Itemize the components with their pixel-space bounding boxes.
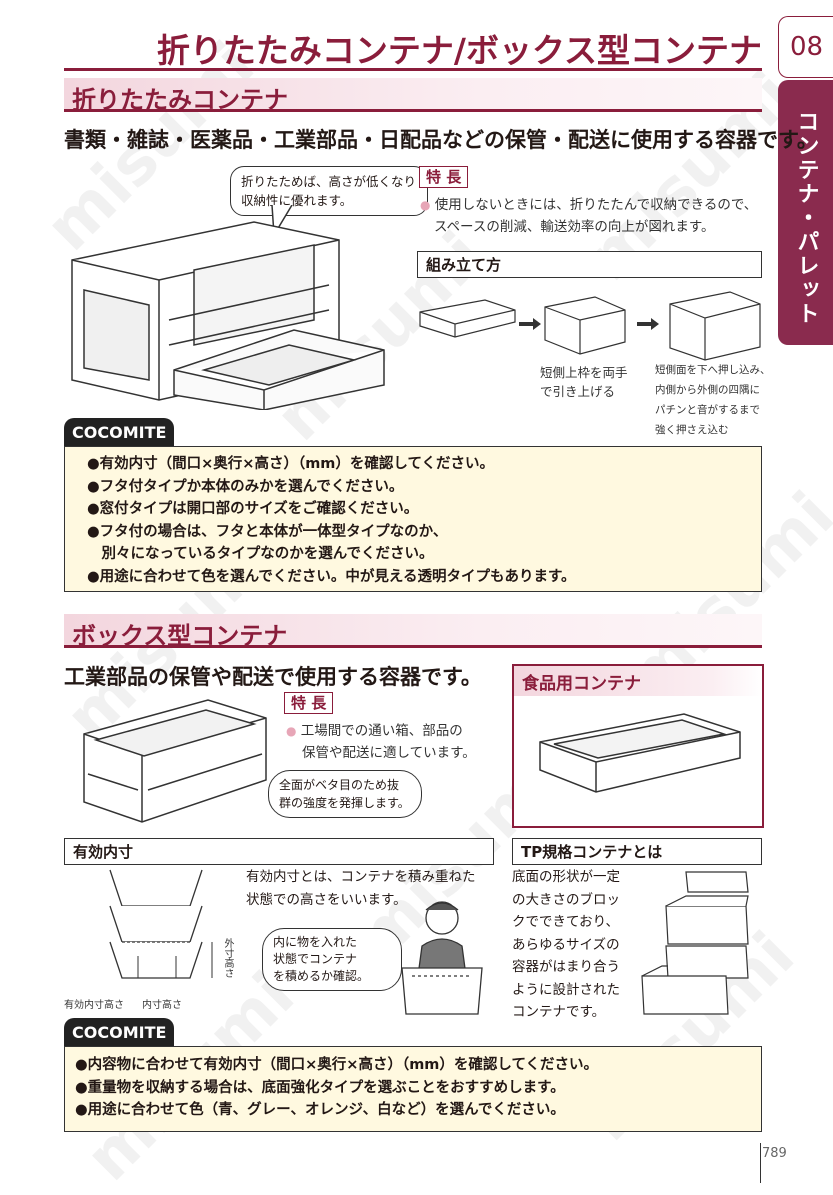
box-feature-text: ● 工場間での通い箱、部品の 保管や配送に適しています。 (286, 723, 476, 761)
cocomite-checklist-box: ●内容物に合わせて有効内寸（間口×奥行×高さ）（mm）を確認してください。 ●重… (64, 1046, 762, 1132)
cocomite-logo: COCOMITE (64, 1018, 175, 1046)
inner-height-label: 内寸高さ (142, 1000, 182, 1011)
feature-badge: 特 長 (284, 692, 334, 714)
box-lead: 工業部品の保管や配送で使用する容器です。 (64, 665, 482, 689)
tp-standard-text: 底面の形状が一定 の大きさのブロッ クでできており、 あらゆるサイズの 容器がは… (512, 869, 620, 1020)
food-container-heading: 食品用コンテナ (514, 666, 762, 696)
assembly-step2-caption: 短側面を下へ押し込み、 内側から外側の四隅に パチンと音がするまで 強く押さえ込… (655, 364, 771, 436)
page-number-divider (760, 1143, 761, 1183)
speech-bubble: 折りたためば、高さが低くなり 収納性に優れます。 (230, 166, 428, 216)
worker-illustration (401, 901, 483, 1015)
cocomite-logo: COCOMITE (64, 418, 175, 446)
checklist-item: ●重量物を収納する場合は、底面強化タイプを選ぶことをおすすめします。 (75, 1079, 565, 1096)
checklist-item: ●フタ付タイプか本体のみかを選んでください。 (87, 478, 404, 495)
assembly-step1-caption: 短側上枠を両手 で引き上げる (540, 365, 628, 399)
folding-container-image (71, 221, 385, 410)
box-container-image (83, 699, 267, 823)
section-heading-folding: 折りたたみコンテナ (64, 78, 762, 114)
outer-height-label: 外寸高さ (222, 938, 233, 978)
effective-height-label: 有効内寸高さ (64, 1000, 124, 1011)
checklist-item: ●有効内寸（間口×奥行×高さ）（mm）を確認してください。 (87, 456, 495, 472)
effective-dimension-label: 有効内寸 (64, 838, 494, 865)
checklist-item: ●フタ付の場合は、フタと本体が一体型タイプなのか、 (87, 523, 448, 540)
category-tab[interactable]: コンテナ・パレット (778, 80, 833, 345)
food-container-panel: 食品用コンテナ (512, 664, 764, 828)
speech-bubble: 全面がベタ目のため抜 群の強度を発揮します。 (268, 770, 422, 818)
checklist-item: ●用途に合わせて色を選んでください。中が見える透明タイプもあります。 (87, 568, 576, 585)
folding-feature-text: ● 使用しないときには、折りたたんで収納できるので、 スペースの削減、輸送効率の… (420, 197, 758, 235)
folding-lead: 書類・雑誌・医薬品・工業部品・日配品などの保管・配送に使用する容器です。 (64, 128, 818, 152)
title-divider (64, 68, 762, 71)
stacked-containers-image (641, 871, 749, 1015)
checklist-item: 別々になっているタイプなのかを選んでください。 (87, 546, 434, 562)
effective-dimension-text: 有効内寸とは、コンテナを積み重ねた 状態での高さをいいます。 (246, 869, 476, 908)
chapter-number-tab[interactable]: 08 (778, 16, 833, 78)
section-heading-box: ボックス型コンテナ (64, 614, 762, 650)
page-number: 789 (762, 1146, 787, 1161)
cocomite-checklist-folding: ●有効内寸（間口×奥行×高さ）（mm）を確認してください。 ●フタ付タイプか本体… (64, 446, 762, 592)
assembly-steps-image (419, 291, 761, 361)
checklist-item: ●用途に合わせて色（青、グレー、オレンジ、白など）を選んでください。 (75, 1102, 565, 1118)
assembly-label: 組み立て方 (417, 251, 762, 278)
tp-standard-label: TP規格コンテナとは (512, 838, 762, 865)
page-title: 折りたたみコンテナ/ボックス型コンテナ (156, 31, 762, 70)
checklist-item: ●窓付タイプは開口部のサイズをご確認ください。 (87, 501, 419, 517)
feature-badge: 特 長 (419, 166, 469, 188)
checklist-item: ●内容物に合わせて有効内寸（間口×奥行×高さ）（mm）を確認してください。 (75, 1057, 599, 1073)
speech-bubble: 内に物を入れた 状態でコンテナ を積めるか確認。 (262, 928, 402, 991)
category-label: コンテナ・パレット (793, 110, 819, 326)
food-container-image (539, 713, 741, 793)
stacking-diagram (109, 869, 213, 979)
